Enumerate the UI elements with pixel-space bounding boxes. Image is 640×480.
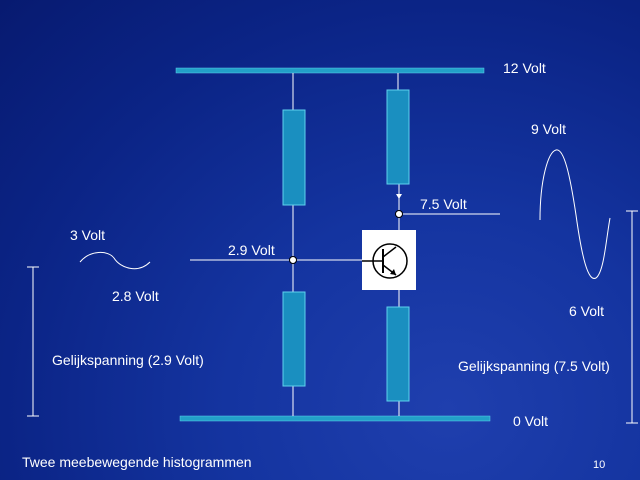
base-voltage-label: 2.9 Volt (228, 242, 275, 258)
input-peak-label: 3 Volt (70, 227, 106, 243)
output-signal-wave (539, 149, 611, 279)
supply-voltage-label: 12 Volt (503, 60, 546, 76)
slide-caption: Twee meebewegende histogrammen (22, 454, 252, 470)
input-trough-label: 2.8 Volt (112, 288, 159, 304)
output-peak-label: 9 Volt (531, 121, 567, 137)
output-trough-label: 6 Volt (569, 303, 605, 319)
collector-voltage-label: 7.5 Volt (420, 196, 467, 212)
base-node (289, 256, 297, 264)
dc-right-label: Gelijkspanning (7.5 Volt) (458, 358, 610, 374)
supply-rail (175, 67, 485, 74)
resistor-bottom-left (282, 291, 306, 387)
current-arrow-icon (396, 194, 402, 199)
dc-left-label: Gelijkspanning (2.9 Volt) (52, 352, 204, 368)
npn-transistor-icon (362, 230, 416, 290)
page-number: 10 (593, 459, 606, 471)
ground-rail (179, 415, 491, 422)
resistor-top-right (386, 89, 410, 185)
resistor-top-left (282, 109, 306, 206)
collector-node (395, 210, 403, 218)
ground-voltage-label: 0 Volt (513, 413, 549, 429)
input-signal-wave (79, 252, 151, 270)
resistor-bottom-right (386, 306, 410, 402)
